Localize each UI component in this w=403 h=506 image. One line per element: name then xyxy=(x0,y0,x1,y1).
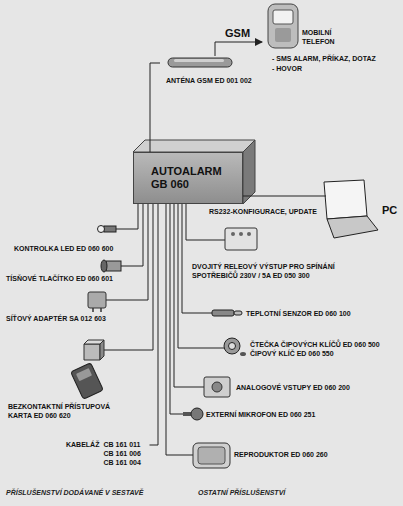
node-text: ANALOGOVÉ VSTUPY ED 060 200 xyxy=(236,383,350,392)
node-text: KABELÁŽ xyxy=(66,440,99,449)
node-text: - HOVOR xyxy=(272,64,376,73)
node-text: EXTERNÍ MIKROFON ED 060 251 xyxy=(206,410,315,419)
connector xyxy=(130,204,143,266)
section-caption: PŘÍSLUŠENSTVÍ DODÁVANÉ V SESTAVĚ xyxy=(6,488,143,497)
device-label: ANALOGOVÉ VSTUPY ED 060 200 xyxy=(192,383,350,392)
node-text: TÍSŇOVÉ TLAČÍTKO ED 060 601 xyxy=(6,274,130,283)
connector xyxy=(174,204,192,387)
edge-label: GSM xyxy=(224,27,251,40)
device-label: BEZKONTAKTNÍ PŘÍSTUPOVÁ KARTA ED 060 620 xyxy=(8,338,130,420)
edge-label: RS232-KONFIGURACE, UPDATE xyxy=(208,207,318,216)
connector xyxy=(215,42,262,56)
device-label: DVOJITÝ RELEOVÝ VÝSTUP PRO SPÍNÁNÍ SPOTŘ… xyxy=(192,222,344,280)
node-text: SÍŤOVÝ ADAPTÉR SA 012 603 xyxy=(6,314,130,323)
node-text: TEPLOTNÍ SENZOR ED 060 100 xyxy=(246,309,351,318)
section-caption: OSTATNÍ PŘÍSLUŠENSTVÍ xyxy=(198,488,285,497)
node-text: ANTÉNA GSM ED 001 002 xyxy=(166,76,252,85)
connector xyxy=(186,204,192,240)
device-label: EXTERNÍ MIKROFON ED 060 251 xyxy=(176,410,315,419)
node-text: DVOJITÝ RELEOVÝ VÝSTUP PRO SPÍNÁNÍ SPOTŘ… xyxy=(192,262,344,280)
device-label: REPRODUKTOR ED 060 260 xyxy=(188,450,328,459)
node-text: KONTROLKA LED ED 060 600 xyxy=(14,244,130,253)
node-text: PC xyxy=(382,204,398,217)
device-label: ČTEČKA ČIPOVÝCH KLÍČŮ ED 060 500ČIPOVÝ K… xyxy=(196,340,380,358)
node-text: MOBILNÍ TELEFON xyxy=(302,28,348,46)
node-text: ČTEČKA ČIPOVÝCH KLÍČŮ ED 060 500 xyxy=(250,340,380,349)
pc-label: PC xyxy=(318,178,398,248)
connector xyxy=(170,204,176,414)
node-text: CB 161 011 CB 161 006 CB 161 004 xyxy=(103,440,149,467)
connector xyxy=(166,204,188,455)
device-label: TÍSŇOVÉ TLAČÍTKO ED 060 601 xyxy=(6,258,130,283)
device-label: KONTROLKA LED ED 060 600 xyxy=(14,222,130,253)
antenna-label: ANTÉNA GSM ED 001 002 xyxy=(160,56,252,85)
node-text: AUTOALARM GB 060 xyxy=(151,165,225,191)
connector xyxy=(182,204,196,313)
device-label: SÍŤOVÝ ADAPTÉR SA 012 603 xyxy=(6,290,130,323)
connector xyxy=(130,204,148,300)
connector xyxy=(150,204,159,445)
node-text: BEZKONTAKTNÍ PŘÍSTUPOVÁ KARTA ED 060 620 xyxy=(8,402,122,420)
cable-label: KABELÁŽ CB 161 011 CB 161 006 CB 161 004 xyxy=(66,440,149,467)
node-text: - SMS ALARM, PŘÍKAZ, DOTAZ xyxy=(272,54,376,63)
device-label: TEPLOTNÍ SENZOR ED 060 100 xyxy=(196,309,351,318)
control-unit: AUTOALARM GB 060 xyxy=(133,152,243,204)
connector xyxy=(130,204,138,229)
node-text: ČIPOVÝ KLÍČ ED 060 550 xyxy=(250,349,380,358)
connector xyxy=(130,204,153,350)
node-text: REPRODUKTOR ED 060 260 xyxy=(234,450,328,459)
connector xyxy=(150,63,160,152)
connector xyxy=(243,196,318,197)
phone-label: MOBILNÍ TELEFON - SMS ALARM, PŘÍKAZ, DOTA… xyxy=(262,4,376,73)
